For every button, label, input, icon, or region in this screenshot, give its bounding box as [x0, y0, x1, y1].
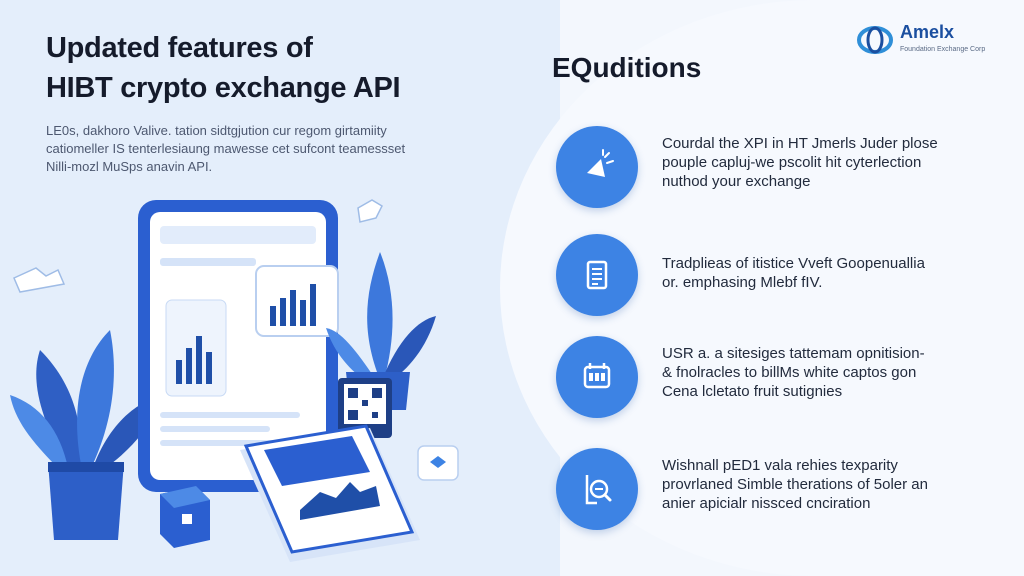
- monitor-illustration: [138, 200, 338, 492]
- page-title: Updated features of HIBT crypto exchange…: [46, 28, 401, 108]
- megaphone-icon: [556, 126, 638, 208]
- intro-line-2: catiomeller IS tenterlesiaung mawesse ce…: [46, 141, 406, 156]
- api-dashboard-illustration: [10, 199, 459, 562]
- title-line-2: HIBT crypto exchange API: [46, 72, 401, 104]
- search-document-icon: [556, 448, 638, 530]
- feature-item-1: Courdal the XPI in HT Jmerls Juder plose…: [556, 126, 996, 210]
- brand-logo[interactable]: Amelx Foundation Exchange Corp: [856, 20, 996, 60]
- feature-3-line-3: Cena lcletato fruit sutignies: [662, 383, 843, 400]
- feature-2-line-2: or. emphasing Mlebf fIV.: [662, 274, 823, 291]
- intro-line-1: LE0s, dakhoro Valive. tation sidtgjution…: [46, 123, 387, 138]
- feature-description-1: Courdal the XPI in HT Jmerls Juder plose…: [662, 134, 992, 191]
- section-title: EQuditions: [552, 52, 702, 83]
- intro-line-3: Nilli-mozl MuSps anavin API.: [46, 159, 213, 174]
- feature-3-line-1: USR a. a sitesiges tattemam opnitision-: [662, 345, 925, 362]
- feature-1-line-3: nuthod your exchange: [662, 173, 811, 190]
- feature-description-2: Tradplieas of itistice Vveft Goopenualli…: [662, 254, 992, 292]
- feature-1-line-2: pouple capluj-we pscolit hit cyterlectio…: [662, 154, 922, 171]
- cube-icon: [160, 486, 210, 548]
- qr-code-icon: [338, 378, 392, 438]
- feature-item-4: Wishnall pED1 vala rehies texparity prov…: [556, 448, 996, 532]
- sparkle-icon: [357, 199, 383, 223]
- document-icon: [556, 234, 638, 316]
- feature-4-line-3: anier apicialr nissced cnciration: [662, 495, 871, 512]
- intro-paragraph: LE0s, dakhoro Valive. tation sidtgjution…: [46, 122, 466, 176]
- phone-illustration: [240, 424, 420, 562]
- brand-swirl-icon: [857, 26, 893, 54]
- sparkle-badge-icon: [417, 445, 459, 481]
- chart-card-illustration: [255, 265, 339, 337]
- feature-item-2: Tradplieas of itistice Vveft Goopenualli…: [556, 234, 996, 318]
- title-line-1: Updated features of: [46, 32, 313, 64]
- feature-description-3: USR a. a sitesiges tattemam opnitision- …: [662, 344, 992, 401]
- feature-1-line-1: Courdal the XPI in HT Jmerls Juder plose: [662, 135, 938, 152]
- brand-tagline: Foundation Exchange Corp: [900, 46, 986, 53]
- brand-name: Amelx: [900, 22, 955, 42]
- feature-3-line-2: & fnolracles to billMs white captos gon: [662, 364, 917, 381]
- cloud-icon: [13, 267, 66, 293]
- feature-4-line-2: provrlaned Simble therations of 5oler an: [662, 476, 928, 493]
- feature-4-line-1: Wishnall pED1 vala rehies texparity: [662, 457, 898, 474]
- calendar-icon: [556, 336, 638, 418]
- feature-2-line-1: Tradplieas of itistice Vveft Goopenualli…: [662, 255, 925, 272]
- feature-item-3: USR a. a sitesiges tattemam opnitision- …: [556, 336, 996, 420]
- feature-description-4: Wishnall pED1 vala rehies texparity prov…: [662, 456, 992, 513]
